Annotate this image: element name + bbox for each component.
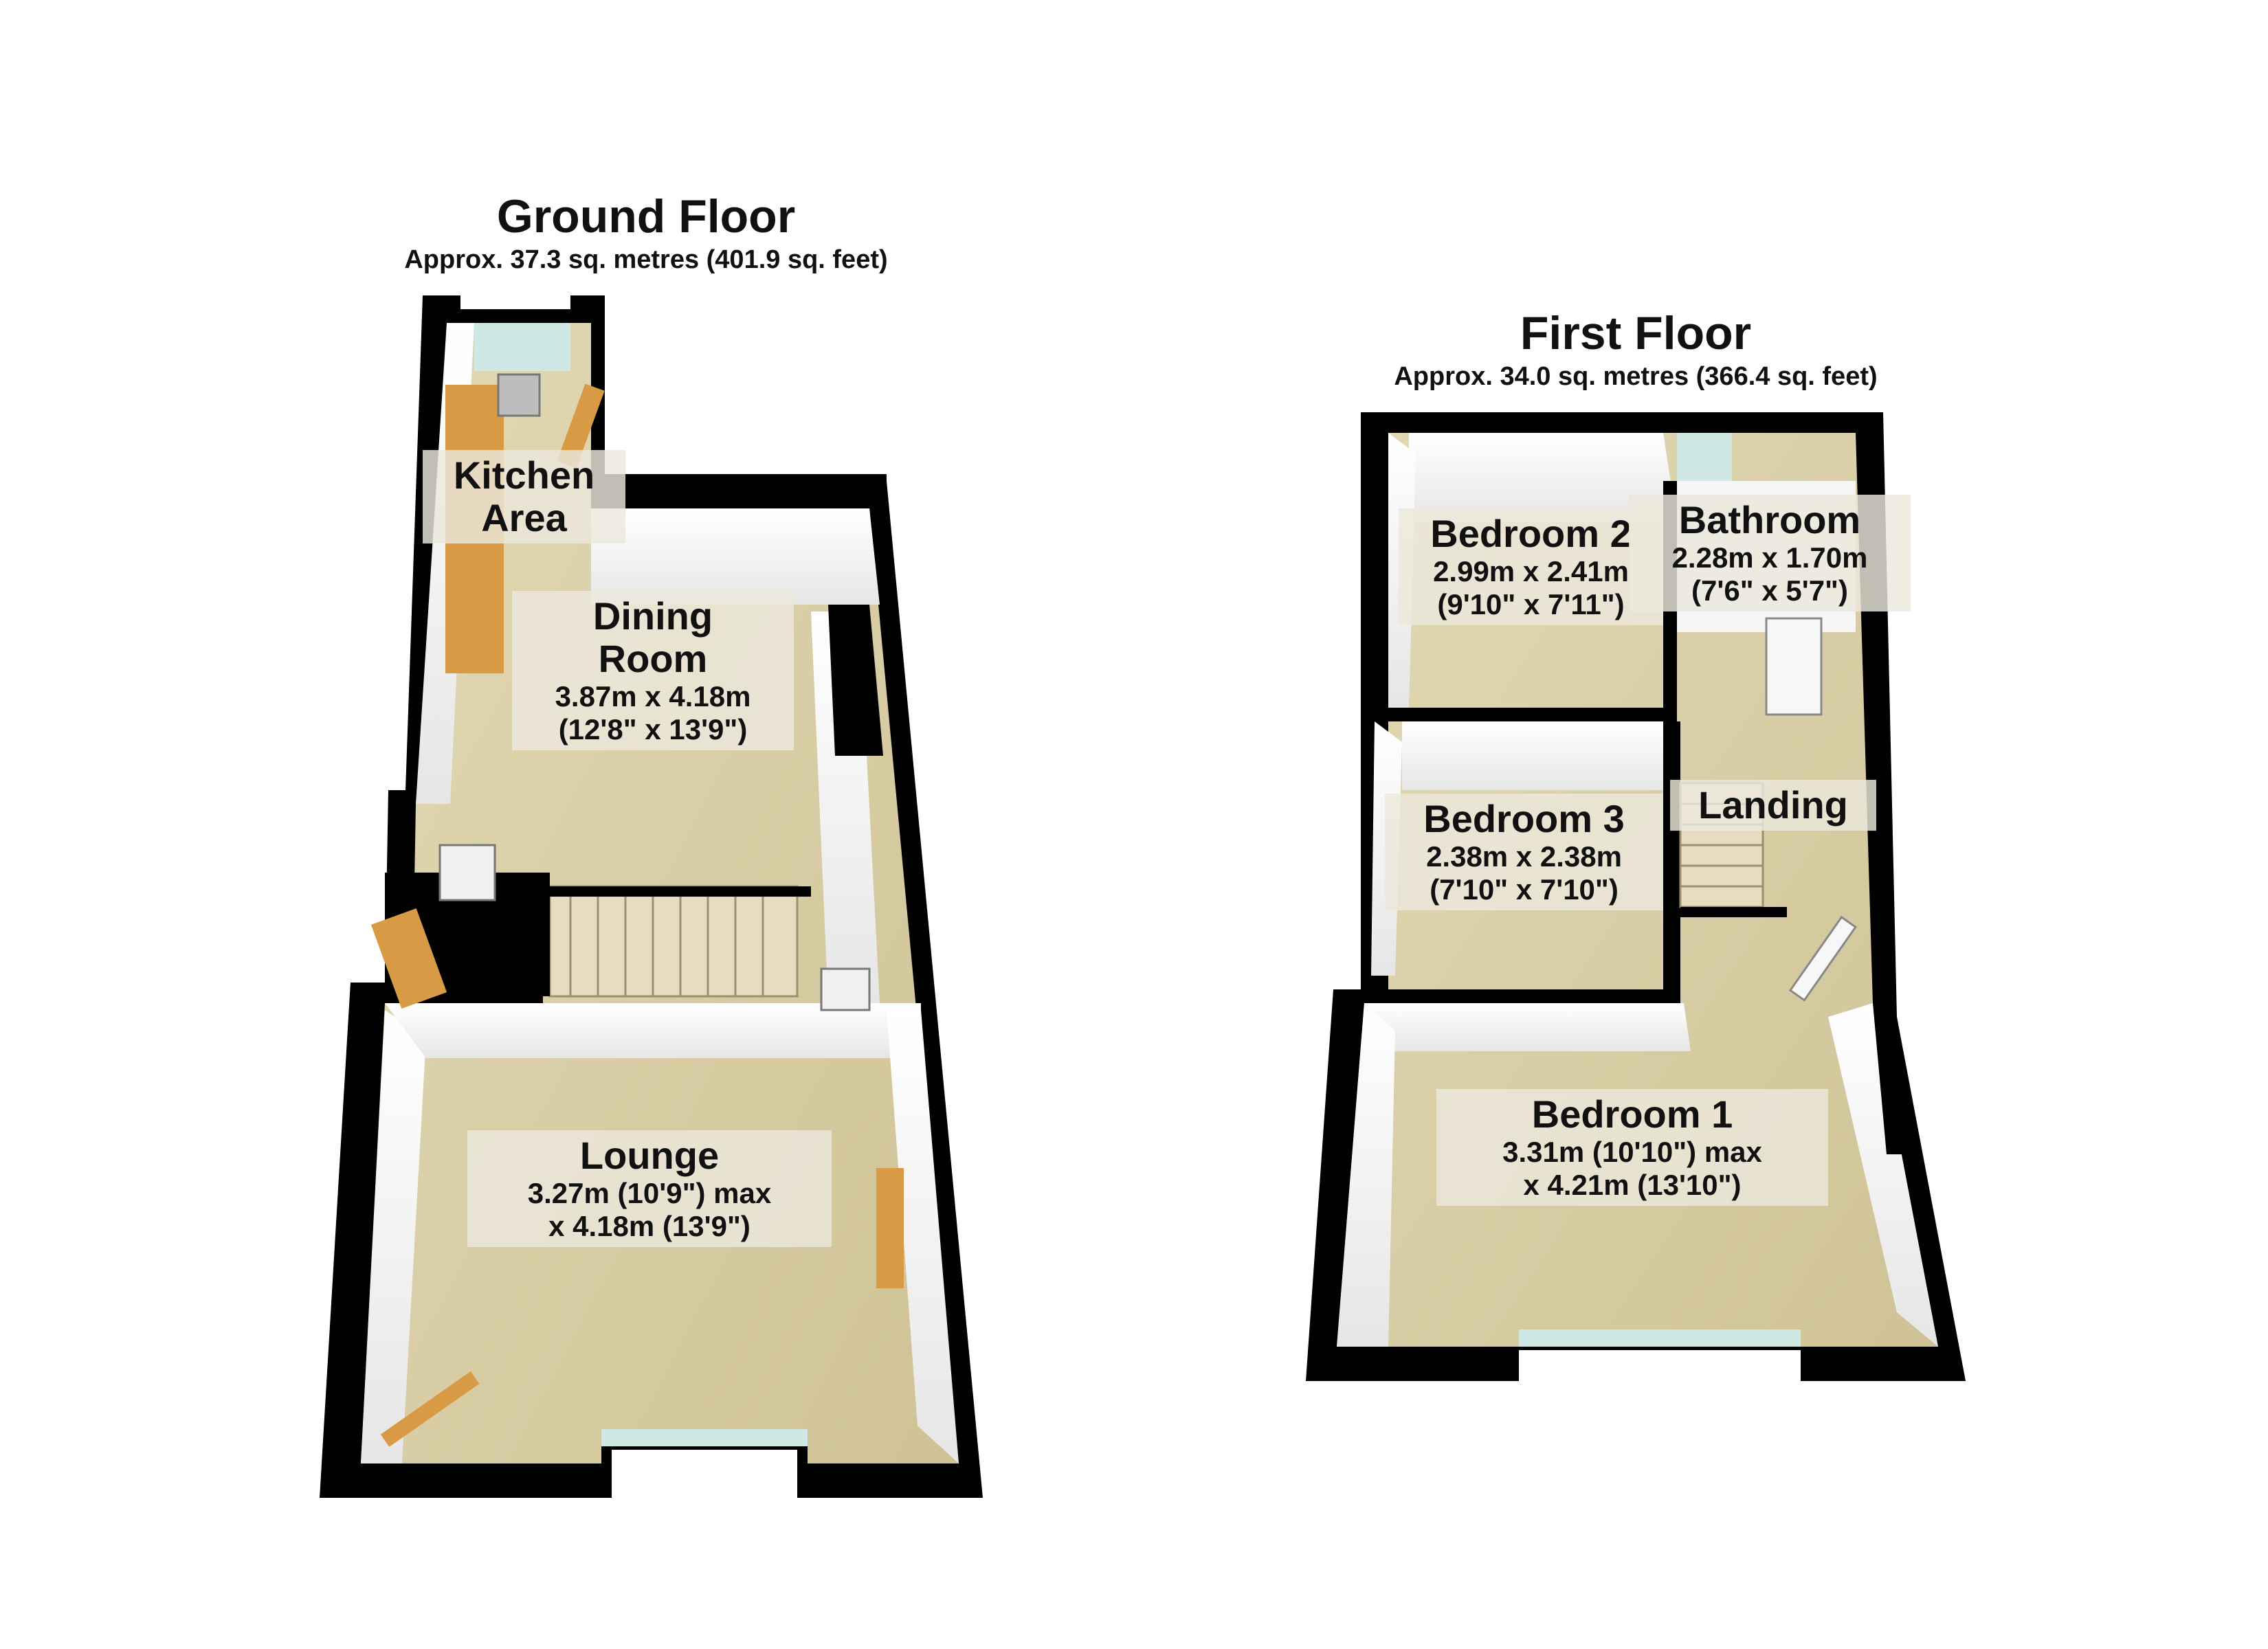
kitchen-door — [557, 383, 605, 469]
bathroom-dim-metric: 2.28m x 1.70m — [1671, 541, 1868, 574]
bedroom2-back-wall — [1409, 433, 1677, 522]
lounge-back-wall-face — [385, 1003, 921, 1058]
kitchen-name-line1: Kitchen — [453, 453, 595, 497]
bedroom1-right-wall — [1828, 1003, 1938, 1347]
bedroom1-back-wall — [1364, 1003, 1691, 1051]
hall-window — [438, 844, 496, 901]
dining-dim-metric: 3.87m x 4.18m — [555, 680, 751, 713]
kitchen-name-line2: Area — [481, 496, 567, 539]
bedroom1-front-window — [1519, 1330, 1801, 1347]
kitchen-back-window — [474, 323, 570, 371]
dining-chimney — [828, 605, 883, 756]
kitchen-label: Kitchen Area — [423, 450, 625, 543]
ground-floor-heading: Ground Floor Approx. 37.3 sq. metres (40… — [302, 189, 990, 276]
dining-back-wall-face — [591, 508, 880, 605]
bedroom1-name: Bedroom 1 — [1531, 1092, 1733, 1136]
bathroom-window — [1677, 433, 1732, 481]
bathroom-name: Bathroom — [1678, 498, 1861, 541]
bedroom2-bedroom3-wall — [1388, 708, 1677, 721]
ground-floor-title: Ground Floor — [496, 190, 796, 243]
landing-name: Landing — [1698, 783, 1848, 827]
first-floor-heading: First Floor Approx. 34.0 sq. metres (366… — [1292, 306, 1979, 392]
lounge-name: Lounge — [579, 1134, 720, 1177]
lounge-dim-line1: 3.27m (10'9") max — [527, 1177, 772, 1209]
lounge-door — [380, 1371, 480, 1447]
dining-room-label: Dining Room 3.87m x 4.18m (12'8" x 13'9"… — [512, 591, 794, 750]
bedroom3-back-wall — [1402, 721, 1670, 790]
bedroom3-right-wall — [1663, 721, 1680, 1003]
lounge-label: Lounge 3.27m (10'9") max x 4.18m (13'9") — [467, 1130, 832, 1247]
dining-name-line2: Room — [598, 637, 708, 680]
kitchen-sink — [497, 373, 541, 417]
dining-dim-imperial: (12'8" x 13'9") — [558, 713, 748, 745]
bedroom1-door — [1788, 915, 1858, 1002]
lounge-dim-line2: x 4.18m (13'9") — [548, 1210, 751, 1242]
lounge-fireplace — [876, 1168, 904, 1288]
bedroom2-dim-metric: 2.99m x 2.41m — [1433, 555, 1629, 587]
hall-partition-wall — [385, 873, 811, 1003]
bedroom1-dim-line2: x 4.21m (13'10") — [1523, 1169, 1742, 1201]
dining-name-line1: Dining — [592, 594, 713, 638]
landing-label: Landing — [1670, 780, 1876, 831]
bedroom2-label: Bedroom 2 2.99m x 2.41m (9'10" x 7'11") — [1399, 508, 1663, 625]
hall-door — [370, 908, 447, 1009]
lounge-side-window — [820, 967, 871, 1011]
first-floor-area: Approx. 34.0 sq. metres (366.4 sq. feet) — [1394, 362, 1878, 391]
bedroom1-dim-line1: 3.31m (10'10") max — [1502, 1136, 1762, 1168]
bedroom3-dim-imperial: (7'10" x 7'10") — [1430, 873, 1619, 906]
bedroom3-label: Bedroom 3 2.38m x 2.38m (7'10" x 7'10") — [1385, 794, 1663, 910]
lounge-right-wall-face — [887, 1010, 959, 1463]
ground-floor-plan — [320, 295, 983, 1498]
ground-stairs — [548, 885, 799, 998]
lounge-front-window — [601, 1429, 808, 1446]
first-floor-title: First Floor — [1520, 307, 1752, 359]
ground-floor-area: Approx. 37.3 sq. metres (401.9 sq. feet) — [404, 245, 888, 274]
bathroom-door — [1765, 617, 1823, 716]
lounge-left-wall-face — [361, 1010, 426, 1463]
bedroom1-chimney — [1873, 1003, 1917, 1154]
bedroom1-label: Bedroom 1 3.31m (10'10") max x 4.21m (13… — [1436, 1089, 1828, 1206]
bedroom1-left-wall — [1337, 1003, 1395, 1347]
bedroom2-dim-imperial: (9'10" x 7'11") — [1437, 588, 1625, 620]
landing-wall — [1680, 907, 1787, 917]
bedroom3-dim-metric: 2.38m x 2.38m — [1426, 840, 1622, 873]
bedroom3-name: Bedroom 3 — [1423, 797, 1625, 840]
bathroom-label: Bathroom 2.28m x 1.70m (7'6" x 5'7") — [1629, 495, 1911, 612]
bedroom2-name: Bedroom 2 — [1430, 512, 1632, 555]
bathroom-dim-imperial: (7'6" x 5'7") — [1691, 574, 1848, 607]
bedroom3-bedroom1-wall — [1361, 989, 1680, 1003]
